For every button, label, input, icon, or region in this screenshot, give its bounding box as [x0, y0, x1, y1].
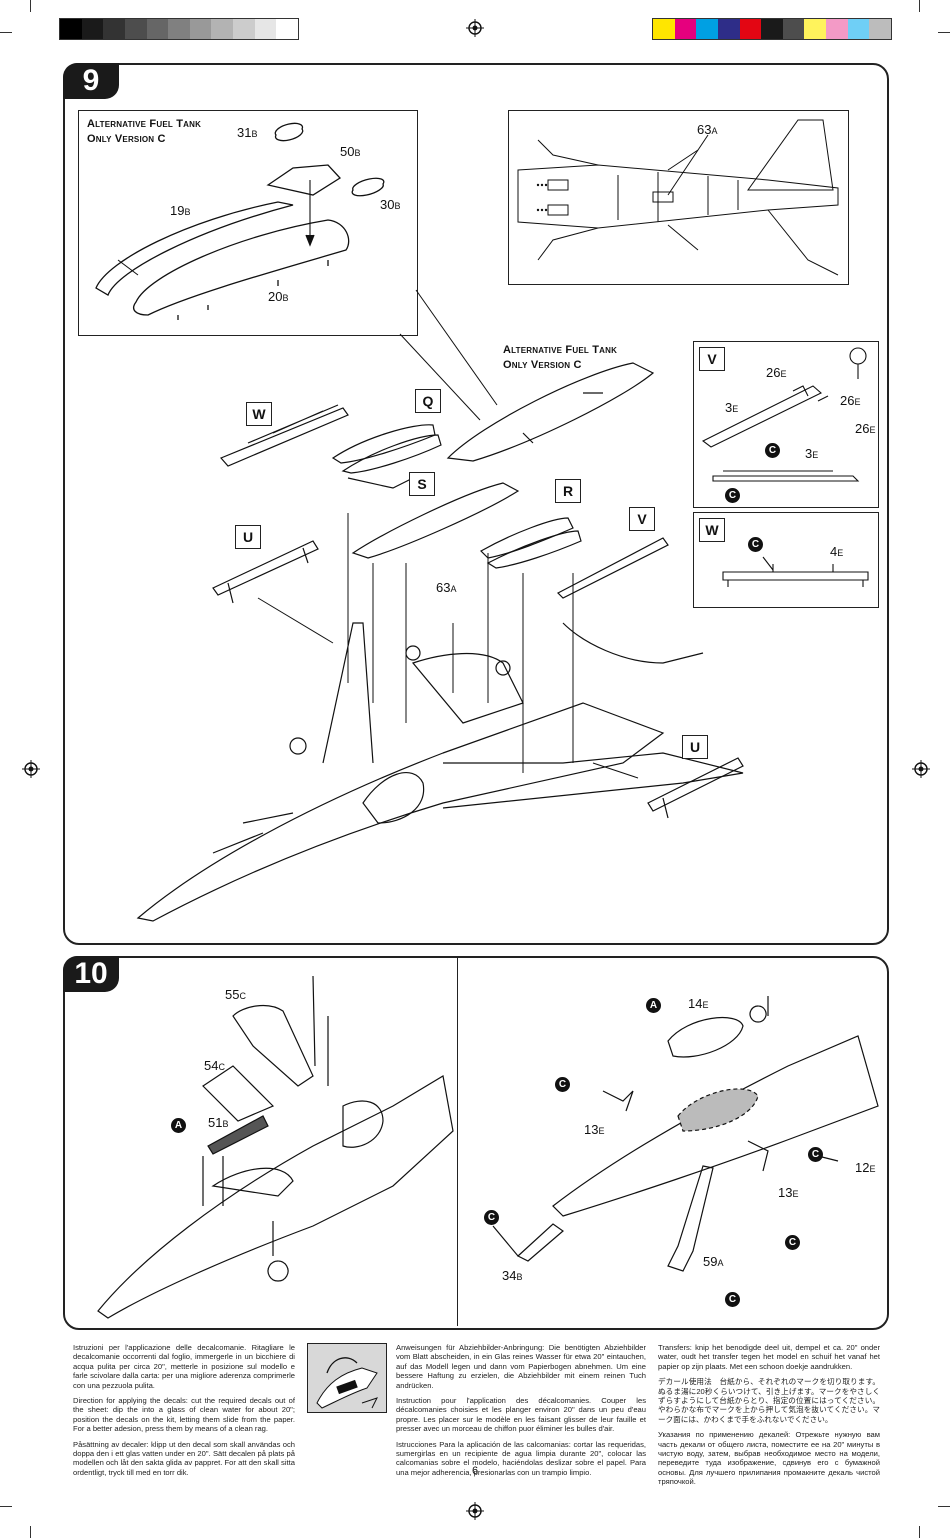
glue-marker: C [785, 1235, 800, 1250]
glue-marker: C [725, 488, 740, 503]
decal-instructions-col2: Anweisungen für Abziehbilder-Anbringung:… [396, 1343, 646, 1477]
part-label-19b: 19B [170, 203, 191, 218]
fuel-tank-parts-drawing [95, 122, 385, 320]
letter-marker-s: S [409, 472, 435, 496]
letter-marker-u: U [682, 735, 708, 759]
color-swatch [869, 19, 892, 39]
color-swatch [761, 19, 783, 39]
crop-mark [0, 1506, 12, 1507]
cockpit-assembly-drawing [97, 975, 454, 1319]
paint-marker: A [171, 1118, 186, 1133]
gray-swatch [168, 19, 190, 39]
letter-marker-w: W [246, 402, 272, 426]
step-10-divider [457, 958, 458, 1326]
glue-marker: C [725, 1292, 740, 1307]
part-label-3e-2: 3E [805, 446, 819, 461]
crop-mark [919, 0, 920, 12]
part-label-63a: 63A [436, 580, 457, 595]
gray-swatch [146, 19, 169, 39]
crop-mark [938, 1506, 950, 1507]
part-label-51b: 51B [208, 1115, 229, 1130]
crop-mark [30, 1526, 31, 1538]
registration-mark-icon [466, 1502, 484, 1520]
part-label-26e-3: 26E [855, 421, 876, 436]
gray-swatch [211, 19, 234, 39]
color-swatch [826, 19, 848, 39]
letter-marker-u: U [235, 525, 261, 549]
decal-instructions-col3: Transfers: knip het benodigde deel uit, … [658, 1343, 880, 1487]
gray-swatch [189, 19, 212, 39]
main-aircraft-drawing [136, 362, 744, 922]
crop-mark [30, 0, 31, 12]
part-label-54c: 54C [204, 1058, 225, 1073]
letter-marker-w: W [699, 518, 725, 542]
underside-inset [508, 110, 849, 285]
letter-marker-q: Q [415, 389, 441, 413]
decal-instructions-col1: Istruzioni per l'applicazione delle deca… [73, 1343, 295, 1477]
part-label-13e-1: 13E [584, 1122, 605, 1137]
nose-assembly-drawing [492, 996, 879, 1272]
part-label-30b: 30B [380, 197, 401, 212]
crop-mark [0, 32, 12, 33]
gray-swatch [60, 19, 82, 39]
w-rail-detail-drawing [722, 556, 869, 587]
glue-marker: C [484, 1210, 499, 1225]
v-missile-detail-drawing [701, 347, 867, 482]
gray-swatch [81, 19, 104, 39]
inset-title: Alternative Fuel Tank Only Version C [87, 118, 202, 145]
part-label-3e-1: 3E [725, 400, 739, 415]
page-number: 6 [471, 1465, 479, 1477]
paint-marker: A [646, 998, 661, 1013]
gray-swatch [233, 19, 255, 39]
letter-marker-r: R [555, 479, 581, 503]
fuel-tank-inset [78, 110, 418, 336]
part-label-14e: 14E [688, 996, 709, 1011]
registration-mark-icon [22, 760, 40, 778]
crop-mark [919, 1526, 920, 1538]
color-swatch [717, 19, 740, 39]
registration-mark-icon [466, 19, 484, 37]
gray-swatch [276, 19, 299, 39]
gray-swatch [124, 19, 147, 39]
part-label-12e: 12E [855, 1160, 876, 1175]
part-label-31b: 31B [237, 125, 258, 140]
part-label-63a-top: 63A [697, 122, 718, 137]
gray-swatch [103, 19, 125, 39]
color-swatch [847, 19, 870, 39]
part-label-13e-2: 13E [778, 1185, 799, 1200]
color-swatch [804, 19, 827, 39]
glue-marker: C [748, 537, 763, 552]
letter-marker-v: V [699, 347, 725, 371]
part-label-50b: 50B [340, 144, 361, 159]
decal-application-illustration [307, 1343, 387, 1413]
crop-mark [938, 32, 950, 33]
underside-airframe-drawing [517, 119, 839, 276]
part-label-26e-1: 26E [766, 365, 787, 380]
part-label-4e: 4E [830, 544, 844, 559]
color-bar [652, 18, 892, 40]
glue-marker: C [555, 1077, 570, 1092]
color-swatch [782, 19, 805, 39]
part-label-20b: 20B [268, 289, 289, 304]
part-label-34b: 34B [502, 1268, 523, 1283]
part-label-55c: 55C [225, 987, 246, 1002]
glue-marker: C [765, 443, 780, 458]
step-number: 10 [63, 956, 119, 992]
color-swatch [653, 19, 675, 39]
color-swatch [696, 19, 718, 39]
letter-marker-v: V [629, 507, 655, 531]
part-label-59a: 59A [703, 1254, 724, 1269]
main-fuel-tank-title: Alternative Fuel Tank Only Version C [503, 344, 618, 371]
step-number: 9 [63, 63, 119, 99]
part-label-26e-2: 26E [840, 393, 861, 408]
color-swatch [674, 19, 697, 39]
registration-mark-icon [912, 760, 930, 778]
gray-swatch [254, 19, 277, 39]
color-swatch [739, 19, 762, 39]
gray-scale-bar [59, 18, 299, 40]
glue-marker: C [808, 1147, 823, 1162]
